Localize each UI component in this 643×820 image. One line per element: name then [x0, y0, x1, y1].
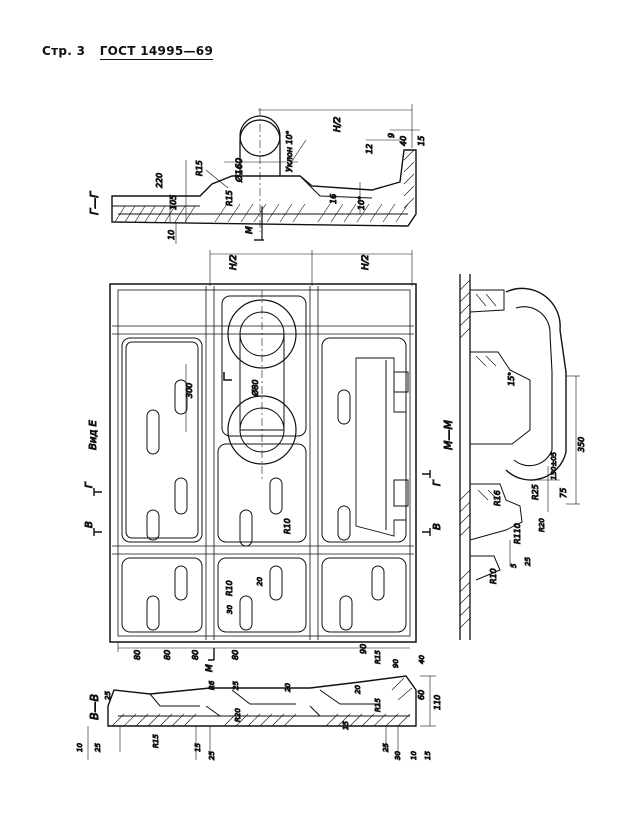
- dim-25-left: 25: [104, 691, 112, 700]
- dim-25-b: 25: [524, 557, 532, 566]
- dim-105: 105: [169, 195, 178, 210]
- dim-20-vv: 20: [284, 683, 292, 692]
- dim-25-top: 25: [232, 681, 240, 690]
- slope-label: Уклон 10°: [285, 130, 294, 172]
- radius-r16: R16: [493, 490, 502, 506]
- dim-90: 90: [359, 644, 368, 654]
- cut-v-right: В: [432, 523, 443, 530]
- cut-g-right: Г: [432, 479, 443, 486]
- dim-80-d: 80: [231, 650, 240, 660]
- radius-r10-b: R10: [225, 580, 234, 596]
- dim-10-c: 10: [410, 751, 418, 760]
- dim-15-right: 15: [424, 751, 432, 760]
- angle-15: 15°: [507, 372, 516, 386]
- radius-r15-top: R15: [195, 160, 204, 176]
- dim-20: 20: [256, 577, 264, 586]
- dim-d80: Ø80: [250, 380, 260, 397]
- dim-25-right: 25: [382, 743, 390, 752]
- dim-80-b: 80: [163, 650, 172, 660]
- view-e-title: Вид Е: [88, 420, 99, 450]
- dim-80-a: 80: [133, 650, 142, 660]
- dim-60: 60: [417, 690, 426, 700]
- dim-16: 16: [329, 194, 338, 204]
- dim-h-half-top: H/2: [333, 116, 343, 132]
- dim-80-c: 80: [191, 650, 200, 660]
- radius-r15-top-vv: R15: [374, 650, 382, 664]
- dim-40: 40: [399, 136, 408, 146]
- dim-12: 12: [365, 144, 374, 154]
- cut-v-left: В: [84, 521, 95, 528]
- dim-75: 75: [559, 488, 568, 498]
- page-header: Стр. 3 ГОСТ 14995—69: [42, 44, 214, 60]
- dim-220: 220: [155, 173, 164, 188]
- dim-300: 300: [185, 383, 194, 398]
- dim-h-half-b: H/2: [361, 254, 371, 270]
- dim-25-c: 25: [208, 751, 216, 760]
- dim-130: 130±05: [550, 451, 558, 480]
- dim-25-vv: 25: [94, 743, 102, 752]
- section-mm-title: М—М: [442, 420, 455, 450]
- dim-h-half-a: H/2: [229, 254, 239, 270]
- radius-r10-a: R10: [283, 518, 292, 534]
- radius-r15-left: R15: [152, 734, 160, 748]
- plan-view-drawing: [93, 250, 431, 661]
- section-vv-title: В—В: [88, 694, 101, 720]
- section-gg-drawing: [111, 104, 420, 244]
- dim-9: 9: [387, 133, 396, 138]
- dim-15-c: 15: [194, 743, 202, 752]
- page-number: Стр. 3: [42, 44, 86, 58]
- dim-30-b: 30: [394, 751, 402, 760]
- dim-d160: Ø160: [234, 157, 245, 183]
- radius-r10-c: R10: [489, 568, 498, 584]
- cut-g-left: Г: [84, 481, 95, 488]
- dim-30: 30: [226, 605, 234, 614]
- dim-15: 15: [417, 136, 426, 146]
- section-mm-drawing: [459, 274, 580, 640]
- dim-90-vv: 90: [392, 659, 400, 668]
- angle-10: 10°: [357, 196, 366, 210]
- radius-r110: R110: [513, 523, 522, 544]
- standard-code: ГОСТ 14995—69: [99, 44, 214, 60]
- dim-10-vv: 10: [76, 743, 84, 752]
- radius-r20-b: R20: [234, 708, 242, 722]
- radius-r20: R20: [538, 518, 546, 532]
- section-gg-title: Г—Г: [88, 191, 101, 215]
- dim-15-vv: 15: [342, 721, 350, 730]
- cut-m-marker: М: [245, 226, 255, 234]
- radius-r15-b: R15: [225, 190, 234, 206]
- radius-r25: R25: [531, 484, 540, 500]
- dim-350: 350: [577, 437, 586, 452]
- cut-m-bottom: М: [205, 664, 215, 672]
- dim-10: 10: [167, 230, 176, 240]
- dim-5: 5: [510, 563, 518, 568]
- radius-r6: R6: [208, 680, 216, 690]
- dim-110: 110: [433, 695, 442, 710]
- dim-40-vv: 40: [418, 655, 426, 664]
- radius-r15-vv: R15: [374, 698, 382, 712]
- section-vv-drawing: [87, 675, 436, 760]
- dim-20-vv-b: 20: [354, 685, 362, 694]
